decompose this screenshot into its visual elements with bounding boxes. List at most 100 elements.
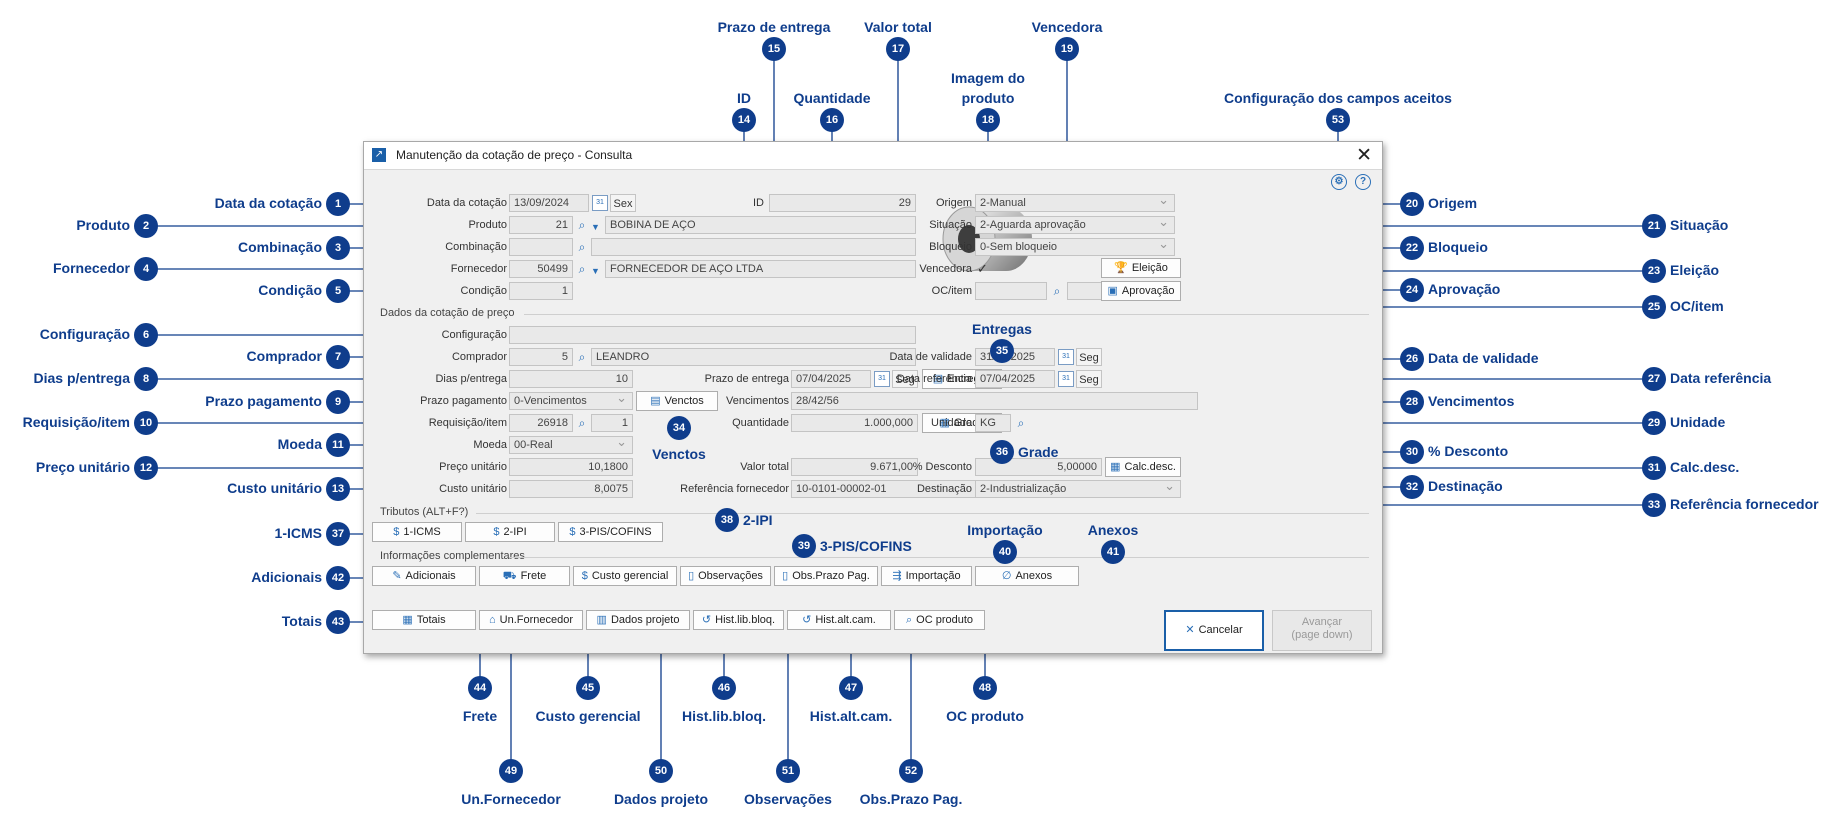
callout-label: Dados projeto [613, 791, 709, 807]
fornecedor-code-field[interactable]: 50499 [509, 260, 573, 278]
callout-label: Data da cotação [214, 195, 322, 211]
frete-button[interactable]: ⛟Frete [479, 566, 570, 586]
prazo-pagamento-select[interactable]: 0-Vencimentos [509, 392, 633, 410]
oc-field[interactable] [975, 282, 1047, 300]
dias-entrega-field[interactable]: 10 [509, 370, 633, 388]
quantidade-field[interactable]: 1.000,000 [791, 414, 918, 432]
bloqueio-select[interactable]: 0-Sem bloqueio [975, 238, 1175, 256]
close-icon[interactable]: ✕ [1356, 145, 1372, 166]
unidade-field[interactable]: KG [975, 414, 1011, 432]
icms-button[interactable]: $1-ICMS [372, 522, 462, 542]
combinacao-desc-field[interactable] [591, 238, 916, 256]
fornecedor-label: Fornecedor [450, 263, 507, 275]
help-icon[interactable]: ? [1355, 174, 1371, 190]
oc-search-icon[interactable]: ⌕ [1053, 284, 1061, 298]
condicao-field[interactable]: 1 [509, 282, 573, 300]
adicionais-button[interactable]: ✎Adicionais [372, 566, 476, 586]
callout-label: Grade [1018, 444, 1059, 460]
hist-lib-bloq-button[interactable]: ↺Hist.lib.bloq. [693, 610, 784, 630]
importacao-button[interactable]: ⇶Importação [881, 566, 972, 586]
callout-label: Origem [1428, 195, 1478, 211]
dados-projeto-button[interactable]: ▥Dados projeto [586, 610, 690, 630]
configuracao-field[interactable] [509, 326, 916, 344]
fornecedor-search-icon[interactable]: ⌕ [578, 262, 586, 276]
data-cotacao-field[interactable]: 13/09/2024 [509, 194, 589, 212]
calendar-icon[interactable]: 31 [1058, 371, 1074, 387]
hist-lib-bloq-button-label: Hist.lib.bloq. [715, 614, 776, 626]
data-validade-field[interactable]: 31/03/2025 [975, 348, 1055, 366]
custo-unitario-field[interactable]: 8,0075 [509, 480, 633, 498]
callout-label: Obs.Prazo Pag. [859, 791, 963, 807]
obs-prazo-button[interactable]: ▯Obs.Prazo Pag. [774, 566, 878, 586]
id-field[interactable]: 29 [769, 194, 916, 212]
referencia-fornecedor-field[interactable]: 10-0101-00002-01 [791, 480, 1002, 498]
destinacao-select[interactable]: 2-Industrialização [975, 480, 1181, 498]
cancelar-button[interactable]: ✕Cancelar [1164, 610, 1264, 651]
produto-desc-field[interactable]: BOBINA DE AÇO [605, 216, 916, 234]
hist-alt-cam-button[interactable]: ↺Hist.alt.cam. [787, 610, 891, 630]
comprador-desc-field[interactable]: LEANDRO [591, 348, 916, 366]
requisicao-item-field[interactable]: 1 [591, 414, 633, 432]
truck-icon: ⛟ [502, 570, 517, 582]
moeda-select[interactable]: 00-Real [509, 436, 633, 454]
callout-label: Produto [76, 217, 130, 233]
situacao-select[interactable]: 2-Aguarda aprovação [975, 216, 1175, 234]
money-bag-icon: $ [581, 570, 588, 582]
info-section-title: Informações complementares [380, 550, 525, 562]
combinacao-search-icon[interactable]: ⌕ [578, 240, 586, 254]
prazo-pagamento-label: Prazo pagamento [420, 395, 507, 407]
callout-label: Frete [462, 708, 498, 724]
vencimentos-field[interactable]: 28/42/56 [791, 392, 1198, 410]
un-fornecedor-button[interactable]: ⌂Un.Fornecedor [479, 610, 583, 630]
callout-label: Valor total [864, 19, 932, 35]
callout-badge: 11 [326, 433, 350, 457]
money-bag-icon: $ [493, 526, 500, 538]
anexos-button[interactable]: ∅Anexos [975, 566, 1079, 586]
requisicao-field[interactable]: 26918 [509, 414, 573, 432]
calendar-icon[interactable]: 31 [592, 195, 608, 211]
oc-produto-button[interactable]: ⌕OC produto [894, 610, 985, 630]
callout-label: Totais [281, 613, 322, 629]
callout-label: Importação [967, 522, 1043, 538]
prazo-entrega-field[interactable]: 07/04/2025 [791, 370, 871, 388]
custo-unitario-label: Custo unitário [439, 483, 507, 495]
money-bag-icon: $ [393, 526, 400, 538]
callout-badge: 4 [134, 257, 158, 281]
requisicao-search-icon[interactable]: ⌕ [578, 416, 586, 430]
data-referencia-label: Data referência [896, 373, 972, 385]
valor-total-field[interactable]: 9.671,00 [791, 458, 918, 476]
unidade-search-icon[interactable]: ⌕ [1017, 416, 1025, 430]
pis-cofins-button[interactable]: $3-PIS/COFINS [558, 522, 663, 542]
produto-dropdown-icon[interactable]: ▼ [591, 222, 600, 232]
origem-select[interactable]: 2-Manual [975, 194, 1175, 212]
callout-label: Vencedora [1031, 19, 1103, 35]
ipi-button[interactable]: $2-IPI [465, 522, 555, 542]
paperclip-icon: ∅ [1001, 570, 1012, 582]
combinacao-code-field[interactable] [509, 238, 573, 256]
calendar-icon[interactable]: 31 [1058, 349, 1074, 365]
produto-code-field[interactable]: 21 [509, 216, 573, 234]
eleicao-button[interactable]: 🏆Eleição [1101, 258, 1181, 278]
produto-search-icon[interactable]: ⌕ [578, 218, 586, 232]
calc-desc-button[interactable]: ▦Calc.desc. [1105, 457, 1181, 477]
observacoes-button[interactable]: ▯Observações [680, 566, 771, 586]
callout-badge: 51 [776, 759, 800, 783]
totais-button[interactable]: ▦Totais [372, 610, 476, 630]
data-referencia-field[interactable]: 07/04/2025 [975, 370, 1055, 388]
fornecedor-dropdown-icon[interactable]: ▼ [591, 266, 600, 276]
calendar-icon[interactable]: 31 [874, 371, 890, 387]
gear-icon[interactable]: ⚙ [1331, 174, 1347, 190]
callout-label: Referência fornecedor [1670, 496, 1819, 512]
oc-item-field[interactable] [1067, 282, 1103, 300]
callout-label: Hist.alt.cam. [809, 708, 893, 724]
custo-gerencial-button[interactable]: $Custo gerencial [573, 566, 677, 586]
fornecedor-desc-field[interactable]: FORNECEDOR DE AÇO LTDA [605, 260, 916, 278]
preco-unitario-field[interactable]: 10,1800 [509, 458, 633, 476]
aprovacao-button[interactable]: ▣Aprovação [1101, 281, 1181, 301]
comprador-search-icon[interactable]: ⌕ [578, 350, 586, 364]
avancar-button[interactable]: Avançar(page down) [1272, 610, 1372, 651]
vencedora-checkbox[interactable]: ✓ [977, 261, 988, 276]
situacao-label: Situação [929, 219, 972, 231]
comprador-code-field[interactable]: 5 [509, 348, 573, 366]
vinctos-button[interactable]: ▤Venctos [636, 391, 718, 411]
